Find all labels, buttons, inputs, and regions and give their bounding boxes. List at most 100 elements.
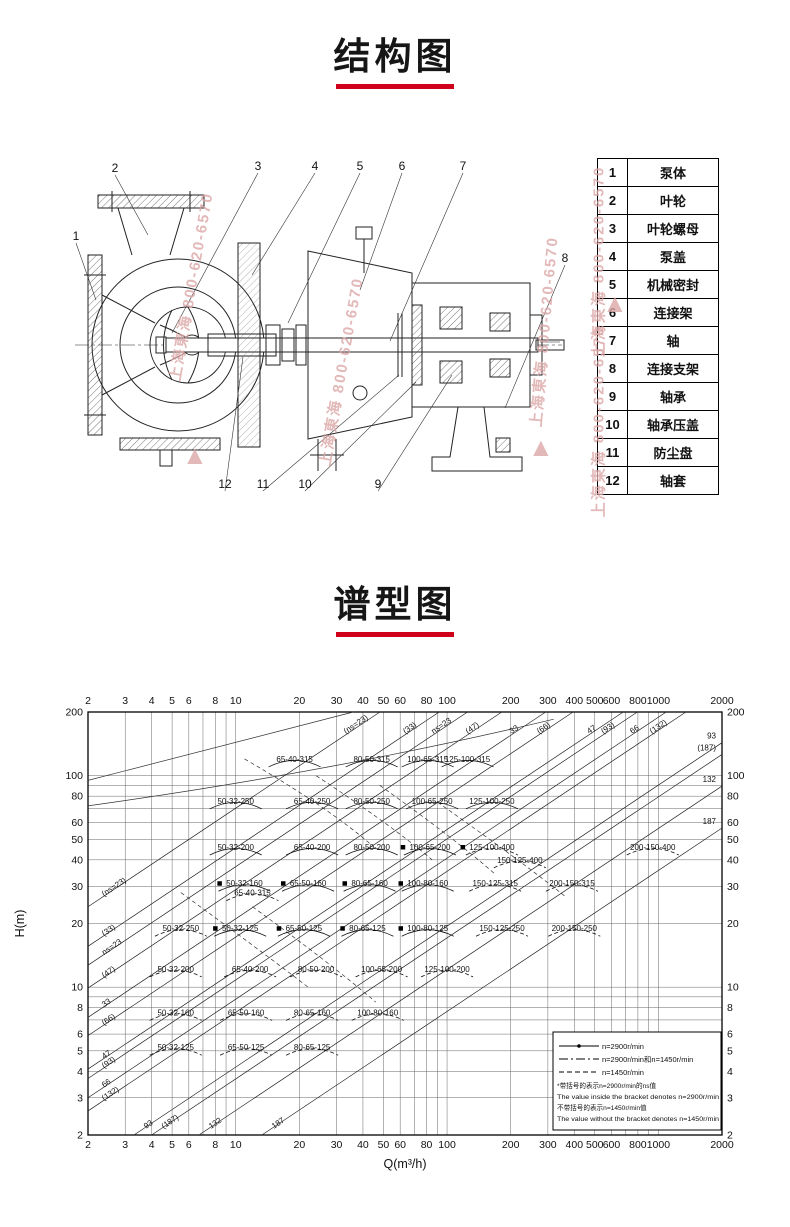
pump-model-label: 125-100-250	[469, 797, 515, 806]
x-tick-label: 8	[212, 695, 218, 707]
x-tick-label: 60	[394, 1139, 406, 1151]
callout-number: 3	[255, 159, 262, 173]
legend-label: n=1450r/min	[602, 1068, 644, 1077]
y-tick-label: 100	[65, 770, 83, 782]
x-tick-label: 20	[293, 1139, 305, 1151]
support-foot	[431, 406, 523, 472]
pump-model-label: 65-40-200	[232, 965, 269, 974]
x-tick-label: 8	[212, 1139, 218, 1151]
ns-label: ns=23	[100, 937, 124, 957]
spectrum-chart: (ns=23)(ns=23)(33)(33)ns=23ns=23(47)(47)…	[13, 695, 745, 1171]
x-tick-label: 2000	[710, 1139, 734, 1151]
plot-border	[87, 711, 723, 1136]
y-tick-label: 20	[71, 918, 83, 930]
ns-label: ns=23	[430, 716, 454, 736]
y-tick-label: 2	[77, 1130, 83, 1142]
x-tick-label: 6	[186, 695, 192, 707]
pump-model-label: 150-125-315	[473, 879, 519, 888]
pump-model-label: 80-50-315	[353, 755, 390, 764]
pump-model-label: 50-32-160	[157, 1008, 194, 1017]
part-number: 5	[597, 270, 628, 299]
ns-label: (66)	[100, 1012, 117, 1028]
y-tick-label: 40	[727, 854, 739, 866]
part-name: 叶轮螺母	[627, 214, 719, 243]
x-tick-label: 800	[629, 1139, 647, 1151]
x-tick-label: 80	[421, 695, 433, 707]
pump-model-label: 100-65-315	[407, 755, 448, 764]
part-name: 轴承压盖	[627, 410, 719, 439]
x-tick-label: 200	[502, 695, 520, 707]
y-tick-label: 40	[71, 854, 83, 866]
part-number: 1	[597, 158, 628, 187]
y-tick-label: 200	[65, 707, 83, 719]
part-name: 轴套	[627, 466, 719, 495]
pump-model-label: 80-65-160	[294, 1008, 331, 1017]
model-marker	[400, 844, 406, 850]
ns-label: (66)	[535, 720, 552, 736]
legend-note: *带括号的表示n=2900r/min的ns值	[557, 1081, 657, 1090]
x-tick-label: 400	[566, 1139, 584, 1151]
ns-label: 132	[703, 775, 717, 784]
y-tick-label: 3	[77, 1092, 83, 1104]
part-number: 11	[597, 438, 628, 467]
callout-number: 7	[460, 159, 467, 173]
ns-label: (33)	[100, 922, 117, 938]
axis-ticks: 2233445566881010202030304040505060608080…	[65, 695, 744, 1151]
callout-number: 2	[112, 161, 119, 175]
x-tick-label: 60	[394, 695, 406, 707]
pump-model-label: 50-32-125	[222, 924, 259, 933]
pump-model-label: 100-80-160	[407, 879, 448, 888]
pump-model-label: 50-32-200	[157, 965, 194, 974]
y-tick-label: 30	[727, 881, 739, 893]
pump-model-label: 200-150-250	[552, 924, 598, 933]
x-tick-label: 30	[331, 695, 343, 707]
x-tick-label: 40	[357, 1139, 369, 1151]
part-number: 6	[597, 298, 628, 327]
model-marker	[398, 926, 404, 931]
model-marker	[342, 881, 348, 886]
x-tick-label: 2000	[710, 695, 734, 707]
legend-note: 不带括号的表示n=1450r/min值	[557, 1103, 647, 1112]
y-tick-label: 8	[77, 1002, 83, 1014]
y-tick-label: 80	[727, 791, 739, 803]
y-tick-label: 20	[727, 918, 739, 930]
ns-label: 93	[707, 732, 716, 741]
y-tick-label: 5	[727, 1045, 733, 1057]
part-name: 连接支架	[627, 354, 719, 383]
x-tick-label: 5	[169, 695, 175, 707]
ns-label: (93)	[599, 720, 616, 736]
ns-label: (ns=23)	[342, 713, 370, 736]
x-tick-label: 3	[122, 1139, 128, 1151]
part-name: 防尘盘	[627, 438, 719, 467]
x-tick-label: 800	[629, 695, 647, 707]
pump-model-label: 80-65-160	[351, 879, 388, 888]
ns-label: 187	[703, 817, 717, 826]
model-marker	[460, 844, 466, 850]
callout-number: 12	[218, 477, 232, 491]
part-number: 9	[597, 382, 628, 411]
bearings	[439, 306, 511, 384]
x-tick-label: 300	[539, 1139, 557, 1151]
pump-model-label: 100-80-125	[407, 924, 448, 933]
part-name: 轴	[627, 326, 719, 355]
y-tick-label: 10	[727, 982, 739, 994]
pump-model-label: 80-65-125	[349, 924, 386, 933]
x-tick-label: 500	[586, 695, 604, 707]
callout-number: 4	[312, 159, 319, 173]
pump-model-label: 100-65-200	[409, 843, 450, 852]
x-tick-label: 1000	[647, 695, 671, 707]
discharge-flange	[97, 191, 205, 256]
x-tick-label: 600	[603, 1139, 621, 1151]
x-tick-label: 1000	[647, 1139, 671, 1151]
x-tick-label: 50	[378, 1139, 390, 1151]
x-tick-label: 50	[378, 695, 390, 707]
bearing-bracket	[397, 282, 543, 408]
part-number: 4	[597, 242, 628, 271]
